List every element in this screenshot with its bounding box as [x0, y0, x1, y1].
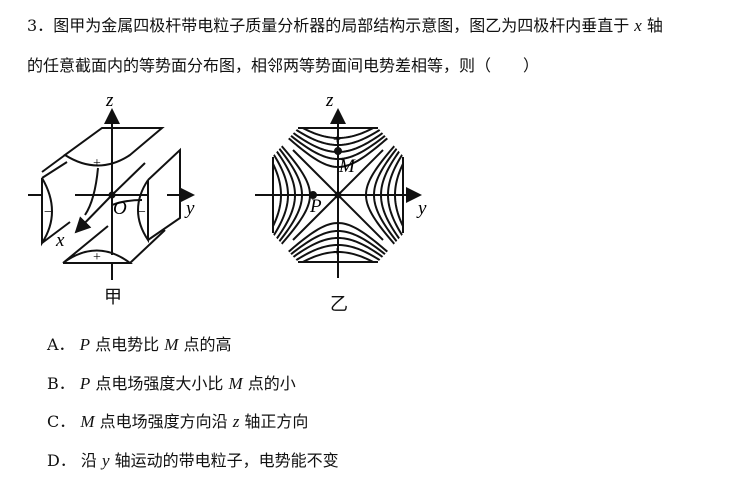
- option-text: 点的高: [178, 335, 232, 354]
- option-a[interactable]: A． P 点电势比 M 点的高: [47, 331, 232, 355]
- label-y: y: [416, 198, 427, 219]
- option-text: 沿: [80, 451, 103, 470]
- label-y: y: [184, 198, 195, 219]
- option-text: 点电场强度大小比: [90, 374, 229, 393]
- var-x: x: [634, 16, 642, 35]
- option-d[interactable]: D． 沿 y 轴运动的带电粒子，电势能不变: [47, 447, 339, 471]
- question-line-2: 的任意截面内的等势面分布图，相邻两等势面间电势差相等，则（ ）: [27, 56, 540, 75]
- label-plus: +: [333, 245, 341, 260]
- label-minus: −: [44, 205, 52, 220]
- option-letter: B．: [47, 374, 80, 393]
- left-plate: [41, 161, 71, 247]
- question-text: 轴: [641, 16, 663, 35]
- option-c[interactable]: C． M 点电场强度方向沿 z 轴正方向: [47, 408, 308, 432]
- point-o: [108, 191, 116, 199]
- figure-yi: [255, 108, 422, 278]
- question-line-1: 3．图甲为金属四极杆带电粒子质量分析器的局部结构示意图，图乙为四极杆内垂直于 x…: [27, 12, 663, 36]
- option-text: M: [228, 374, 243, 393]
- option-letter: D．: [47, 451, 81, 470]
- label-m: M: [338, 156, 356, 177]
- question-number: 3．: [27, 16, 54, 35]
- caption-yi: 乙: [330, 294, 348, 315]
- right-plate: [137, 147, 181, 244]
- label-p: P: [309, 196, 322, 217]
- point-p: [309, 191, 317, 199]
- option-text: P: [79, 335, 91, 354]
- option-text: 点电势比: [90, 335, 165, 354]
- question-text: 图甲为金属四极杆带电粒子质量分析器的局部结构示意图，图乙为四极杆内垂直于: [53, 16, 635, 35]
- bottom-plate: [62, 225, 166, 264]
- option-text: M: [164, 335, 179, 354]
- label-o: O: [113, 198, 127, 219]
- option-letter: C．: [47, 412, 81, 431]
- figure-jia: [28, 108, 195, 280]
- caption-jia: 甲: [104, 287, 122, 308]
- option-text: M: [80, 412, 95, 431]
- option-text: z: [232, 412, 240, 431]
- option-text: 轴正方向: [239, 412, 309, 431]
- label-x: x: [55, 230, 65, 251]
- option-text: P: [79, 374, 91, 393]
- option-text: 点电场强度方向沿: [94, 412, 233, 431]
- label-z: z: [325, 90, 334, 111]
- label-plus: +: [93, 156, 101, 171]
- label-z: z: [105, 90, 114, 111]
- label-minus: −: [138, 205, 146, 220]
- top-plate: [63, 127, 165, 167]
- option-text: 轴运动的带电粒子，电势能不变: [109, 451, 339, 470]
- label-plus: +: [333, 133, 341, 148]
- option-text: 点的小: [242, 374, 296, 393]
- option-b[interactable]: B． P 点电场强度大小比 M 点的小: [47, 370, 296, 394]
- option-letter: A．: [47, 335, 80, 354]
- option-text: y: [102, 451, 110, 470]
- x-axis: [74, 194, 113, 234]
- point-m: [334, 147, 342, 155]
- label-plus: +: [93, 250, 101, 265]
